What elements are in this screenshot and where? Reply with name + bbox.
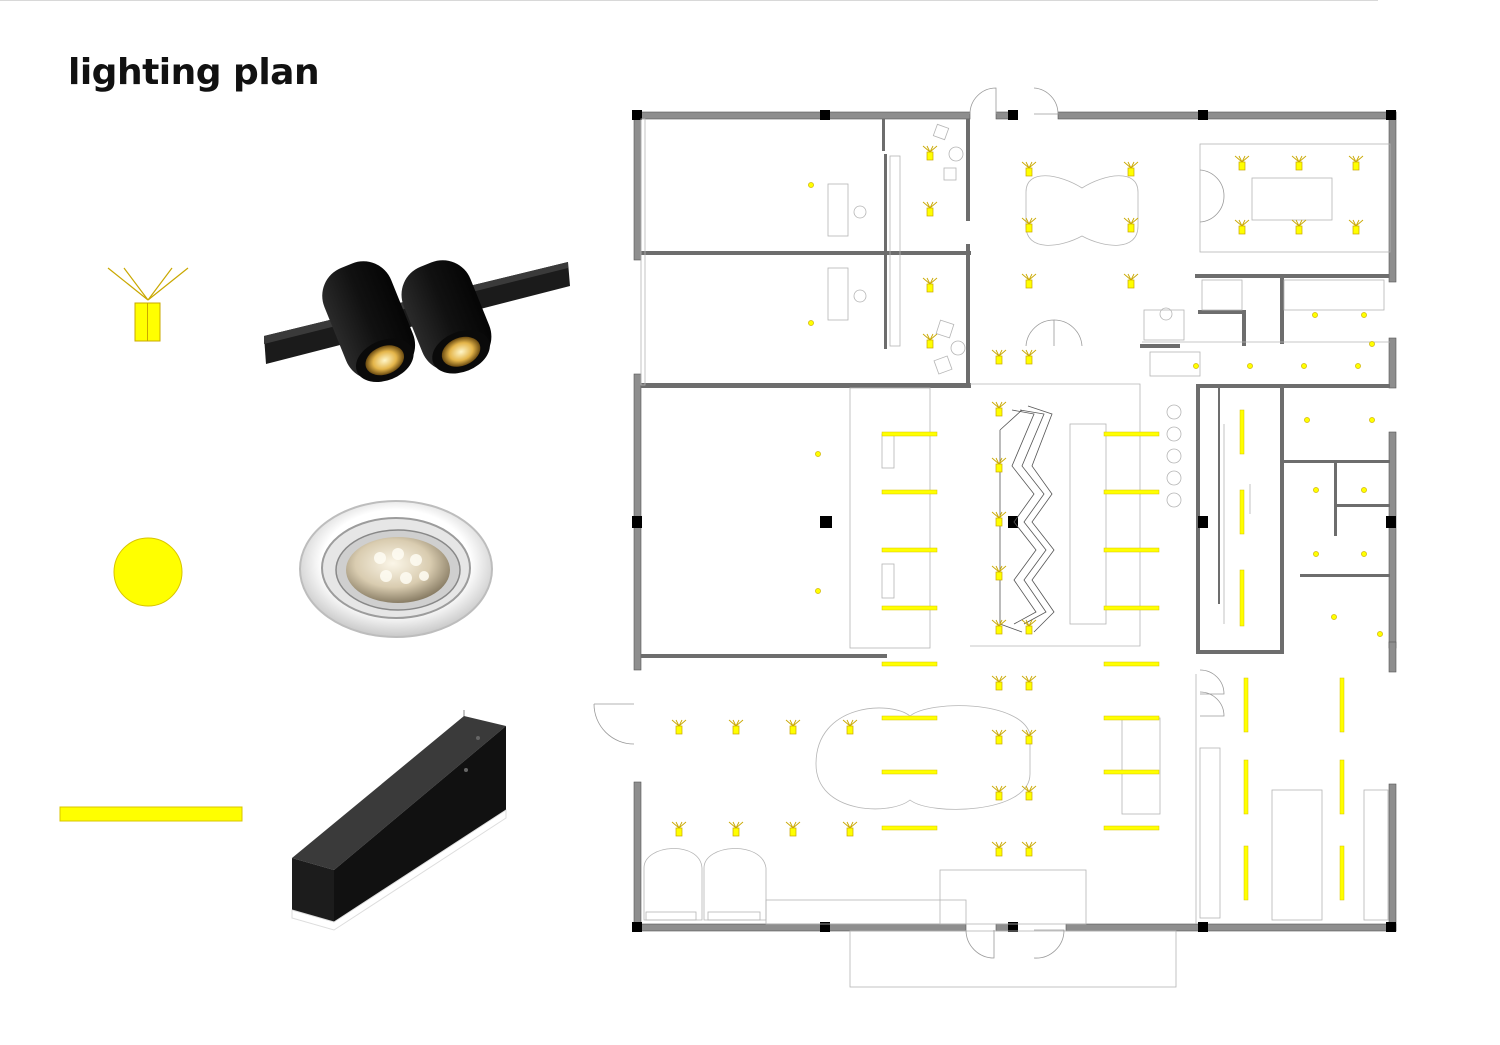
furniture <box>640 118 1391 988</box>
interior-walls <box>641 119 1390 658</box>
page-title: lighting plan <box>68 52 320 93</box>
track-spotlight-icon <box>264 260 570 382</box>
linear-pendant-icon <box>291 710 507 931</box>
doors <box>593 87 1225 959</box>
columns <box>632 110 1396 932</box>
linear-light-symbol <box>59 806 243 822</box>
spotlight-symbol <box>107 267 189 342</box>
top-rule <box>0 0 1378 1</box>
floor-plan <box>593 87 1397 988</box>
downlight-symbol <box>113 537 183 607</box>
linear-lights <box>881 409 1345 901</box>
downlights <box>808 182 1383 637</box>
recessed-downlight-icon <box>299 500 493 638</box>
